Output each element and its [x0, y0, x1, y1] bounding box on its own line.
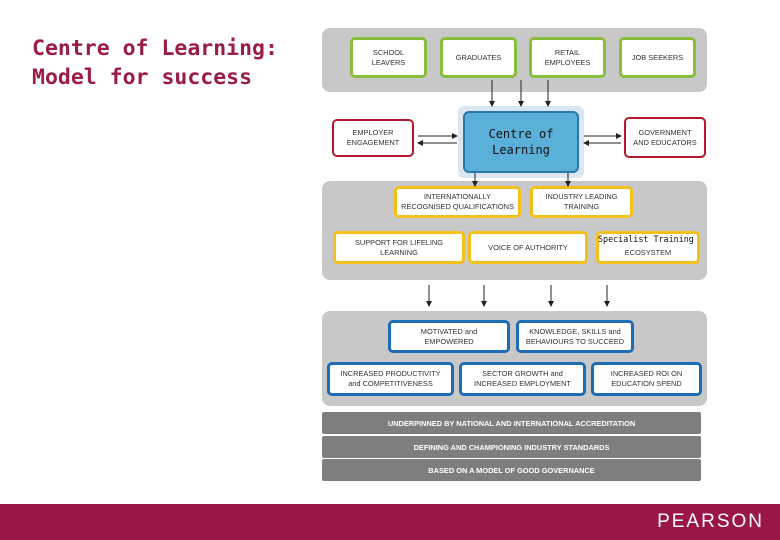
offering-label: INTERNATIONALLY: [423, 192, 492, 201]
outcome-label: MOTIVATED and: [420, 326, 478, 336]
outcome-label: INCREASED EMPLOYMENT: [474, 379, 571, 388]
government-label: GOVERNMENT: [638, 127, 692, 137]
centre-label-line-1: Centre of: [488, 127, 554, 141]
audience-label: EMPLOYEES: [544, 57, 591, 67]
foundation-bar-standards: DEFINING AND CHAMPIONING INDUSTRY STANDA…: [322, 436, 701, 458]
audience-label: SCHOOL: [372, 47, 405, 57]
outcome-label: and COMPETITIVENESS: [348, 379, 433, 388]
outcome-label: KNOWLEDGE, SKILLS and: [529, 326, 621, 336]
offering-ecosystem: ECOSYSTEM: [596, 231, 700, 264]
outcome-label: INCREASED PRODUCTIVITY: [340, 369, 441, 378]
specialist-training-note: Specialist Training: [598, 234, 694, 244]
foundation-bar-governance: BASED ON A MODEL OF GOOD GOVERNANCE: [322, 459, 701, 481]
employer-label: EMPLOYER: [352, 128, 394, 137]
offering-label: INDUSTRY LEADING: [545, 192, 618, 201]
offering-label: LEARNING: [380, 247, 418, 257]
audience-label: JOB SEEKERS: [631, 52, 684, 62]
outcome-label: EMPOWERED: [424, 336, 474, 346]
offering-label: SUPPORT FOR LIFELING: [354, 237, 444, 247]
slide-title-line-2: Model for success: [32, 65, 253, 90]
footer-bar: PEARSON: [0, 504, 780, 540]
audience-label: RETAIL: [554, 47, 581, 57]
slide-title: Centre of Learning: Model for success: [32, 34, 312, 92]
outcome-label: EDUCATION SPEND: [611, 379, 682, 388]
centre-of-learning-box: Centre of Learning: [463, 111, 579, 173]
offering-voice-of-authority: VOICE OF AUTHORITY: [468, 231, 588, 264]
slide-title-line-1: Centre of Learning:: [32, 36, 278, 61]
foundation-bar-accreditation: UNDERPINNED BY NATIONAL AND INTERNATIONA…: [322, 412, 701, 434]
centre-label-line-2: Learning: [492, 143, 550, 157]
outcome-label: INCREASED ROI ON: [610, 369, 683, 378]
outcome-label: BEHAVIOURS TO SUCCEED: [525, 336, 625, 346]
outcome-label: SECTOR GROWTH and: [482, 369, 563, 378]
offering-label: ECOSYSTEM: [624, 248, 672, 257]
government-label: AND EDUCATORS: [633, 137, 697, 147]
audience-label: GRADUATES: [455, 52, 502, 62]
employer-label: ENGAGEMENT: [346, 138, 400, 147]
pearson-logo: PEARSON: [657, 511, 764, 532]
offering-label: RECOGNISED QUALIFICATIONS: [401, 202, 514, 211]
audience-label: LEAVERS: [371, 57, 406, 67]
offering-label: VOICE OF AUTHORITY: [488, 242, 568, 252]
audience-job-seekers: JOB SEEKERS: [619, 37, 696, 78]
offering-label: TRAINING: [563, 202, 600, 211]
audience-graduates: GRADUATES: [440, 37, 517, 78]
